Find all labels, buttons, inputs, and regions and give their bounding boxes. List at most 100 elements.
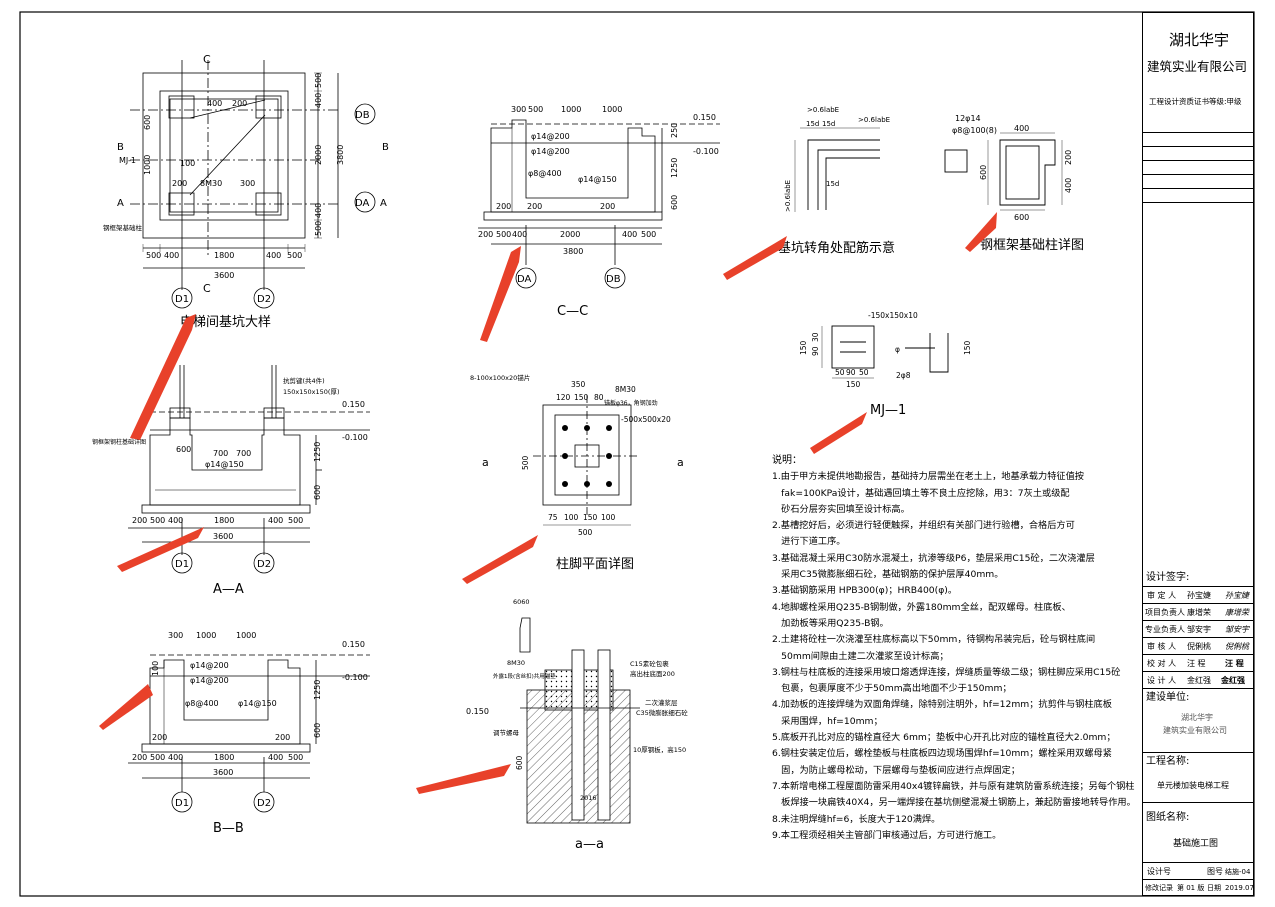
bb-dim-1250: 1250: [313, 680, 322, 700]
role-name: 邹安宇: [1187, 625, 1211, 634]
note-line: 加劲板等采用Q235-B钢。: [772, 617, 889, 629]
bb-elev-2: -0.100: [342, 673, 368, 682]
cc-elev-1: 0.150: [693, 113, 716, 122]
build-unit-name-1: 湖北华宇: [1181, 713, 1213, 722]
build-unit-label: 建设单位:: [1146, 692, 1190, 703]
title-mj1: MJ—1: [870, 403, 906, 418]
bb-elev-1: 0.150: [342, 640, 365, 649]
title-bb: B—B: [213, 821, 244, 836]
dim-500-right: 500: [287, 251, 302, 260]
cf-anchor: 锚板φ36，角钢加劲: [604, 399, 658, 407]
aa-dim-3600: 3600: [213, 532, 233, 541]
grid-a-right: A: [380, 198, 387, 209]
mj-dim-90h: 90: [846, 368, 856, 377]
cc-grid-da: DA: [517, 274, 532, 285]
bb-rebar-2: φ14@200: [190, 676, 229, 685]
signature-placeholder: 金红强: [1221, 676, 1245, 685]
mj-dim-150side: 150: [963, 340, 972, 355]
cc-rebar-4: φ14@150: [578, 175, 617, 184]
signature-placeholder: 邹安宇: [1225, 625, 1249, 634]
drawing-name: 基础施工图: [1173, 839, 1219, 849]
mj-plate: -150x150x10: [868, 311, 918, 320]
cc-dim-600: 600: [670, 195, 679, 210]
company-name-1: 湖北华宇: [1169, 31, 1230, 49]
revision-row: 修改记录 第 01 版 日期 2019.07: [1143, 880, 1254, 895]
role-name: 金红强: [1187, 676, 1211, 685]
title-cc: C—C: [557, 304, 588, 319]
aa-dim-200a: 200: [132, 516, 147, 525]
grid-c-bottom: C: [203, 282, 211, 295]
dim-400-top: 400: [314, 93, 323, 108]
mj-dim-90: 90: [811, 346, 820, 356]
aa-elev-1: 0.150: [342, 400, 365, 409]
dim-500-top: 500: [314, 73, 323, 88]
note-line: 板焊接一块扁铁40X4，另一端焊接在基坑侧壁混凝土钢筋上，兼起防雷接地转导作用。: [772, 797, 1136, 809]
corner-label-4: >0.6labE: [858, 116, 890, 124]
role-label: 审 核 人: [1147, 642, 1177, 651]
cf-dim-80: 80: [594, 393, 604, 402]
cf-dim-350: 350: [571, 380, 586, 389]
cf-dim-100: 100: [564, 513, 579, 522]
column-foot-plan: [533, 395, 640, 526]
bb-dim-300: 300: [168, 631, 183, 640]
bb-grid-d2: D2: [257, 798, 271, 809]
section-small-aa: [519, 617, 640, 824]
role-row: 设 计 人 金红强 金红强: [1143, 672, 1253, 689]
corner-label-5: 15d: [826, 180, 839, 188]
mj1-detail: [821, 325, 949, 379]
dim-plan-400: 400: [207, 99, 222, 108]
annotation-arrows: [99, 212, 997, 794]
section-bb: [128, 654, 370, 813]
note-line: 进行下道工序。: [772, 536, 846, 548]
cc-dim-250: 250: [670, 123, 679, 138]
aa-dim-600: 600: [313, 485, 322, 500]
blank-row: [1143, 147, 1253, 161]
date-label: 日期: [1207, 884, 1221, 892]
note-line: 2.土建将砼柱一次浇灌至柱底标高以下50mm，待钢构吊装完后，砼与钢柱底间: [772, 634, 1096, 646]
dim-2000: 2000: [314, 145, 323, 165]
role-name: 倪俐桃: [1187, 642, 1211, 651]
corner-label-3: 15d: [822, 120, 835, 128]
dim-3800: 3800: [336, 145, 345, 165]
cc-dim-200a: 200: [478, 230, 493, 239]
date-value: 2019.07: [1225, 884, 1254, 892]
cf-bolt: 8M30: [615, 385, 636, 394]
blank-row: [1143, 133, 1253, 147]
pit-plan: [130, 60, 376, 309]
note-line: 9.本工程须经相关主管部门审核通过后，方可进行施工。: [772, 829, 1002, 841]
steel-column-labels: 12φ14 φ8@100(8) 400 600 200 400 600: [952, 114, 1073, 222]
aa-elev-2: -0.100: [342, 433, 368, 442]
sa-label-4: 二次灌浆层: [645, 698, 678, 707]
note-line: 4.地脚螺栓采用Q235-B钢制做，外露180mm全丝，配双螺母。柱底板、: [772, 601, 1071, 613]
mj-bar: 2φ8: [896, 371, 911, 380]
role-row: 校 对 人 汪 程 汪 程: [1143, 655, 1253, 672]
role-row: 审 核 人 倪俐桃 倪俐桃: [1143, 638, 1253, 655]
aa-dim-500b: 500: [288, 516, 303, 525]
title-small-aa: a—a: [575, 837, 604, 852]
aa-grid-d1: D1: [175, 559, 189, 570]
grid-b-right: B: [382, 142, 389, 153]
aa-dim-1250: 1250: [313, 442, 322, 462]
note-line: 8.未注明焊缝hf=6，长度大于120满焊。: [772, 813, 941, 825]
dim-plan-600: 600: [143, 115, 152, 130]
role-label: 项目负责人: [1145, 608, 1185, 617]
cc-dim-1000: 1000: [561, 105, 581, 114]
role-name: 康增荣: [1187, 608, 1211, 617]
cf-dim-120: 120: [556, 393, 571, 402]
bb-dim-500a: 500: [150, 753, 165, 762]
cc-dim-400b: 400: [622, 230, 637, 239]
title-steel-column: 钢框架基础柱详图: [980, 238, 1084, 253]
cc-rebar-2: φ14@200: [531, 147, 570, 156]
cc-grid-db: DB: [606, 274, 621, 285]
blank-row: [1143, 161, 1253, 175]
mj-dim-150v: 150: [799, 340, 808, 355]
dim-400-left: 400: [164, 251, 179, 260]
aa-dim-600b: 600: [176, 445, 191, 454]
label-8m30: 8M30: [200, 179, 222, 188]
title-pit-plan: 电梯间基坑大样: [180, 315, 271, 330]
sa-dim-2016: 2016: [580, 794, 597, 802]
note-line: 包裹，包裹厚度不少于50mm高出地面不少于150mm；: [772, 683, 1012, 695]
mj-phi: φ: [895, 345, 900, 354]
section-cc-labels: 300 500 1000 1000 φ14@200 φ14@200 φ8@400…: [478, 105, 719, 285]
